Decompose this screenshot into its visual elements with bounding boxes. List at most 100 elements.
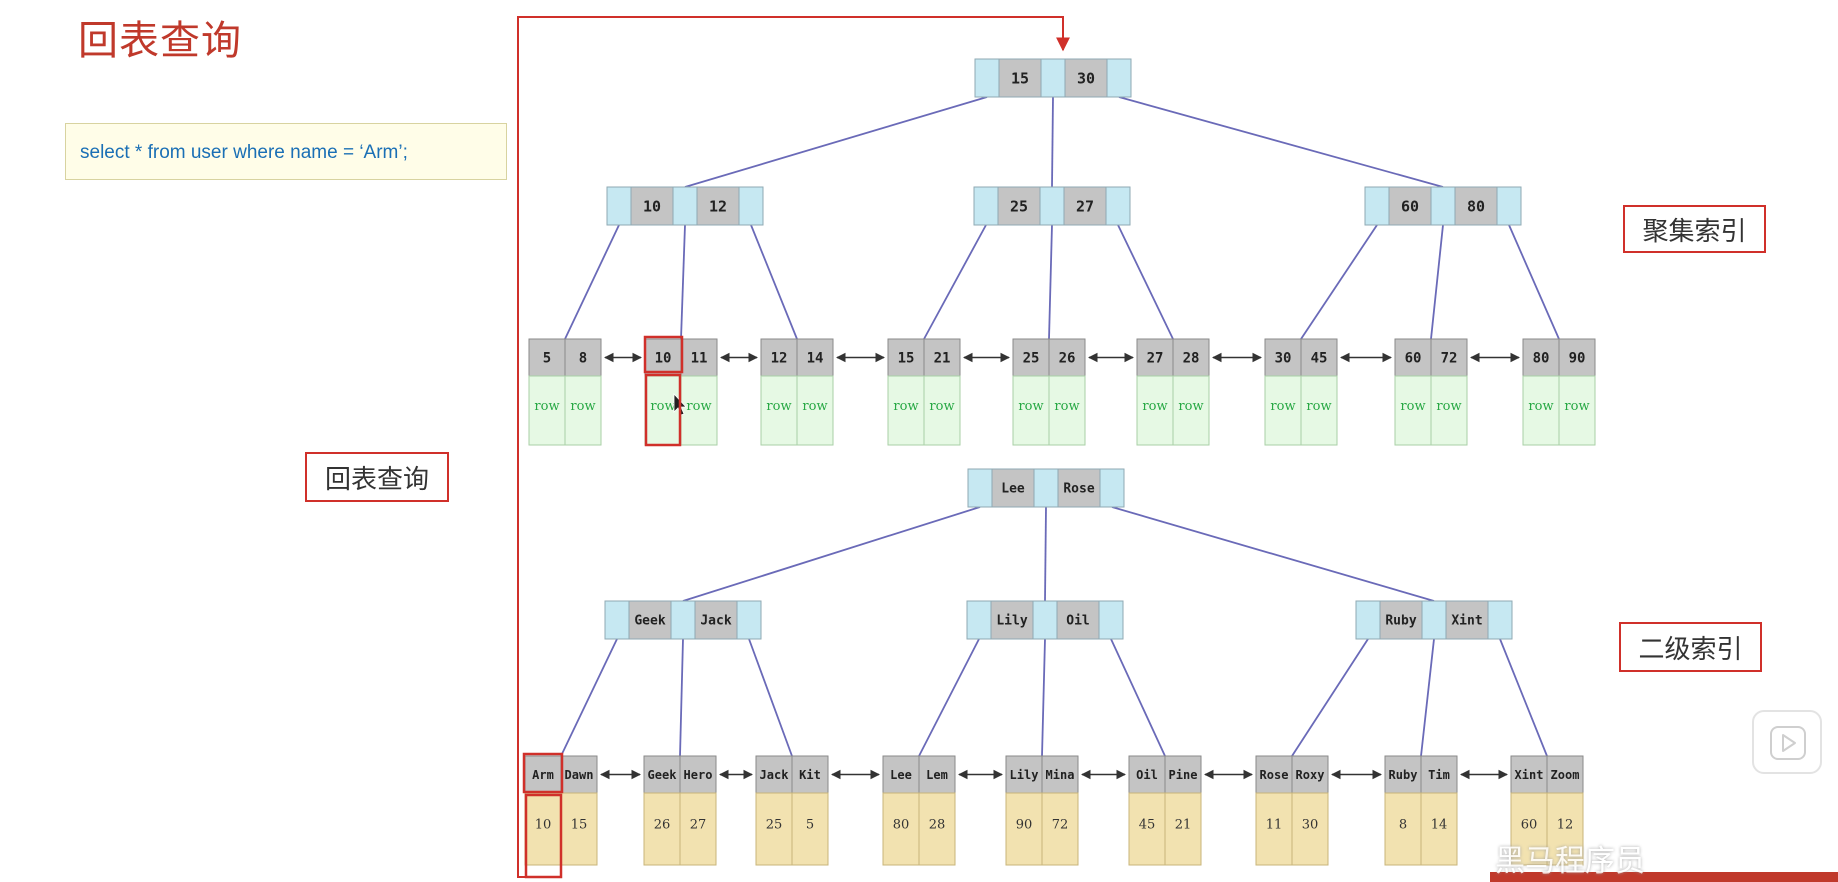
leaf-key-cell xyxy=(1420,755,1458,794)
child-pointer-cell xyxy=(606,186,632,226)
tree-edge xyxy=(1117,224,1174,340)
index-key-text: Lee xyxy=(1001,482,1025,497)
primary-key-cell xyxy=(643,792,681,866)
primary-key-text: 80 xyxy=(893,818,910,833)
index-key-text: Jack xyxy=(700,614,731,629)
row-data-cell xyxy=(528,375,566,446)
child-pointer-cell xyxy=(1098,600,1124,640)
leaf-key-text: Rose xyxy=(1260,768,1289,782)
leaf-key-cell xyxy=(528,338,566,377)
primary-key-cell xyxy=(1546,792,1584,866)
child-pointer-cell xyxy=(1364,186,1390,226)
leaf-key-cell xyxy=(680,338,718,377)
index-key-cell xyxy=(628,600,672,640)
index-key-text: 10 xyxy=(643,198,661,216)
leaf-key-cell xyxy=(755,755,793,794)
index-key-text: Lily xyxy=(996,614,1027,629)
index-key-cell xyxy=(997,186,1041,226)
index-key-cell xyxy=(694,600,738,640)
index-key-text: 15 xyxy=(1011,70,1029,88)
highlight-row-10 xyxy=(644,373,682,447)
row-data-text: row xyxy=(766,399,791,414)
primary-key-cell xyxy=(1291,792,1329,866)
index-key-text: 25 xyxy=(1010,198,1028,216)
index-key-cell xyxy=(998,58,1042,98)
primary-key-cell xyxy=(1041,792,1079,866)
leaf-key-cell xyxy=(923,338,961,377)
leaf-key-cell xyxy=(887,338,925,377)
index-key-text: Ruby xyxy=(1385,614,1416,629)
row-data-text: row xyxy=(929,399,954,414)
row-data-text: row xyxy=(1178,399,1203,414)
child-pointer-cell xyxy=(670,600,696,640)
row-data-text: row xyxy=(650,399,675,414)
primary-key-cell xyxy=(1510,792,1548,866)
index-key-cell xyxy=(1064,58,1108,98)
tree-edge xyxy=(1041,638,1046,757)
primary-key-cell xyxy=(791,792,829,866)
row-data-text: row xyxy=(534,399,559,414)
leaf-key-text: Jack xyxy=(760,768,790,782)
leaf-key-text: Mina xyxy=(1046,768,1075,782)
play-button[interactable] xyxy=(1752,710,1822,774)
child-pointer-cell xyxy=(1099,468,1125,508)
tree-edge xyxy=(1291,638,1369,757)
clustered-index-label: 聚集索引 xyxy=(1623,205,1766,253)
index-key-text: 12 xyxy=(709,198,727,216)
child-pointer-cell xyxy=(1105,186,1131,226)
leaf-key-text: Lily xyxy=(1010,768,1039,782)
leaf-key-cell xyxy=(1264,338,1302,377)
index-key-cell xyxy=(1454,186,1498,226)
leaf-key-text: Lem xyxy=(926,768,948,782)
index-key-text: Geek xyxy=(634,614,665,629)
leaf-key-text: 12 xyxy=(771,351,788,367)
child-pointer-cell xyxy=(1032,600,1058,640)
row-data-cell xyxy=(887,375,925,446)
child-pointer-cell xyxy=(738,186,764,226)
tree-edge xyxy=(1110,638,1166,757)
row-data-cell xyxy=(1394,375,1432,446)
leaf-key-text: Arm xyxy=(532,768,554,782)
leaf-key-cell xyxy=(1300,338,1338,377)
child-pointer-cell xyxy=(967,468,993,508)
leaf-key-text: 10 xyxy=(655,351,672,367)
index-key-cell xyxy=(696,186,740,226)
tree-edge xyxy=(1111,506,1435,602)
child-pointer-cell xyxy=(974,58,1000,98)
lookup-path-overlay xyxy=(517,16,1070,879)
row-data-cell xyxy=(1048,375,1086,446)
tree-edge xyxy=(564,224,620,340)
leaf-key-cell xyxy=(679,755,717,794)
tree-edge xyxy=(750,224,798,340)
leaf-key-text: 27 xyxy=(1147,351,1164,367)
leaf-key-text: Roxy xyxy=(1296,768,1325,782)
primary-key-text: 28 xyxy=(929,818,946,833)
row-data-text: row xyxy=(1142,399,1167,414)
child-pointer-cell xyxy=(1430,186,1456,226)
leaf-key-text: Tim xyxy=(1428,768,1450,782)
primary-key-cell xyxy=(1164,792,1202,866)
primary-key-cell xyxy=(1005,792,1043,866)
watermark-text: 黑马程序员 xyxy=(1495,844,1645,879)
row-data-cell xyxy=(1522,375,1560,446)
row-data-cell xyxy=(760,375,798,446)
child-pointer-cell xyxy=(1039,186,1065,226)
highlight-id-10 xyxy=(524,793,563,879)
child-pointer-cell xyxy=(1106,58,1132,98)
leaf-key-text: 72 xyxy=(1441,351,1458,367)
